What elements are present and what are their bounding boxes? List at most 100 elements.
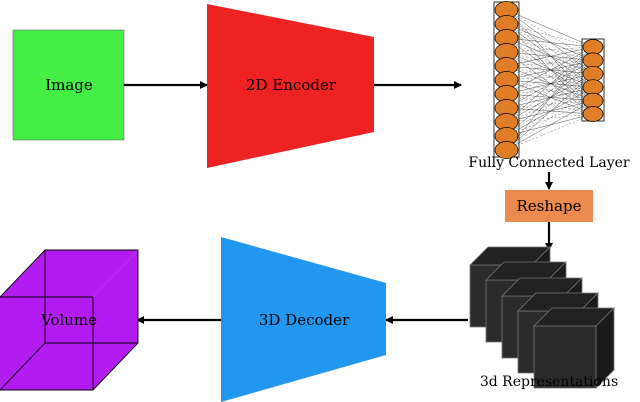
fc-connection	[506, 100, 594, 123]
fc-connection	[506, 100, 594, 137]
fc-connection	[506, 23, 594, 61]
fc-connection	[506, 51, 594, 115]
volume-node: Volume	[0, 249, 139, 391]
fc-connection	[506, 37, 594, 48]
fc-connection	[506, 86, 594, 109]
fc-connection	[506, 23, 594, 115]
decoder-trapezoid	[221, 237, 386, 402]
cube-stack-icon	[469, 246, 615, 389]
volume-cube-icon	[0, 249, 139, 391]
volume-front-face	[0, 297, 93, 390]
fc-connection	[506, 65, 594, 101]
fc-connection	[506, 9, 594, 48]
fc-connection	[506, 73, 594, 95]
fc-connection	[506, 73, 594, 123]
fc-connection	[506, 86, 594, 95]
fc-connection	[506, 23, 594, 48]
fc-connection	[506, 107, 594, 115]
representations-node: 3d Representations	[469, 246, 618, 390]
fc-neuron	[582, 106, 604, 122]
fc-connection	[506, 79, 594, 115]
fc-connection	[506, 9, 594, 88]
reshape-label: Reshape	[517, 197, 582, 215]
fc-connection	[506, 113, 594, 137]
fc-connection	[506, 60, 594, 95]
fc-connection	[506, 37, 594, 101]
fc-connection	[506, 73, 594, 81]
volume-top-face	[0, 250, 138, 297]
fc-connection	[506, 100, 594, 151]
image-label: Image	[45, 76, 93, 94]
fc-connection	[506, 60, 594, 151]
fc-connection	[506, 93, 594, 115]
fc-connection	[506, 51, 594, 75]
volume-hidden-edge-3	[0, 342, 46, 391]
fc-connection	[506, 23, 594, 74]
fc-connection	[506, 79, 594, 101]
encoder-trapezoid	[207, 4, 374, 168]
fc-connection	[506, 73, 594, 109]
fc-connection	[506, 87, 594, 151]
fc-neuron	[582, 65, 604, 82]
fc-connection	[506, 9, 594, 115]
fc-neuron	[582, 92, 604, 109]
fc-layer-label: Fully Connected Layer	[468, 155, 630, 171]
fc-connection	[506, 51, 594, 61]
fc-connection	[506, 46, 594, 95]
image-node: Image	[12, 29, 125, 141]
volume-side-face	[93, 250, 138, 390]
fc-connection	[506, 9, 594, 101]
fc-connection	[506, 113, 594, 151]
fc-connection	[506, 23, 594, 101]
encoder-node: 2D Encoder	[207, 4, 374, 168]
cube-side-face	[595, 307, 615, 389]
fc-connection	[506, 46, 594, 123]
fc-connection	[506, 46, 594, 109]
fc-output-neurons	[582, 39, 604, 122]
fc-neuron	[582, 39, 604, 55]
decoder-node: 3D Decoder	[221, 237, 386, 402]
edges	[124, 81, 553, 324]
fc-connection	[506, 46, 594, 137]
reshape-node: Reshape	[505, 190, 593, 222]
fc-connection	[506, 93, 594, 101]
fc-connection	[506, 46, 594, 81]
fc-neuron	[494, 141, 519, 159]
decoder-label: 3D Decoder	[259, 311, 350, 329]
fc-connection	[506, 100, 594, 109]
fc-connection	[506, 51, 594, 88]
volume-edges	[0, 249, 139, 391]
neural-network-icon	[506, 9, 594, 151]
fc-connection	[506, 37, 594, 115]
fc-connection	[506, 65, 594, 115]
fc-connection	[506, 113, 594, 123]
fc-connection	[506, 37, 594, 88]
fc-neuron	[582, 52, 604, 69]
fc-input-neurons	[494, 1, 519, 159]
fc-connection	[506, 65, 594, 75]
fc-connection	[506, 73, 594, 151]
fc-connection	[506, 87, 594, 137]
fc-connection	[506, 60, 594, 123]
fc-connection	[506, 65, 594, 88]
image-box	[12, 29, 125, 141]
reshape-box	[505, 190, 593, 222]
fc-connection	[506, 51, 594, 101]
representation-cube	[533, 307, 615, 389]
fc-connection	[506, 60, 594, 109]
fc-connection	[506, 46, 594, 151]
fc-connection	[506, 60, 594, 81]
fc-connection	[506, 37, 594, 75]
fc-connection	[506, 37, 594, 61]
fc-connection	[506, 46, 594, 53]
fc-connection	[506, 46, 594, 67]
fc-connection	[506, 9, 594, 61]
fc-connection	[506, 79, 594, 88]
encoder-label: 2D Encoder	[246, 76, 337, 94]
fc-neuron	[582, 79, 604, 96]
fc-connection	[506, 60, 594, 67]
fc-connection	[506, 9, 594, 74]
volume-label: Volume	[40, 311, 97, 329]
